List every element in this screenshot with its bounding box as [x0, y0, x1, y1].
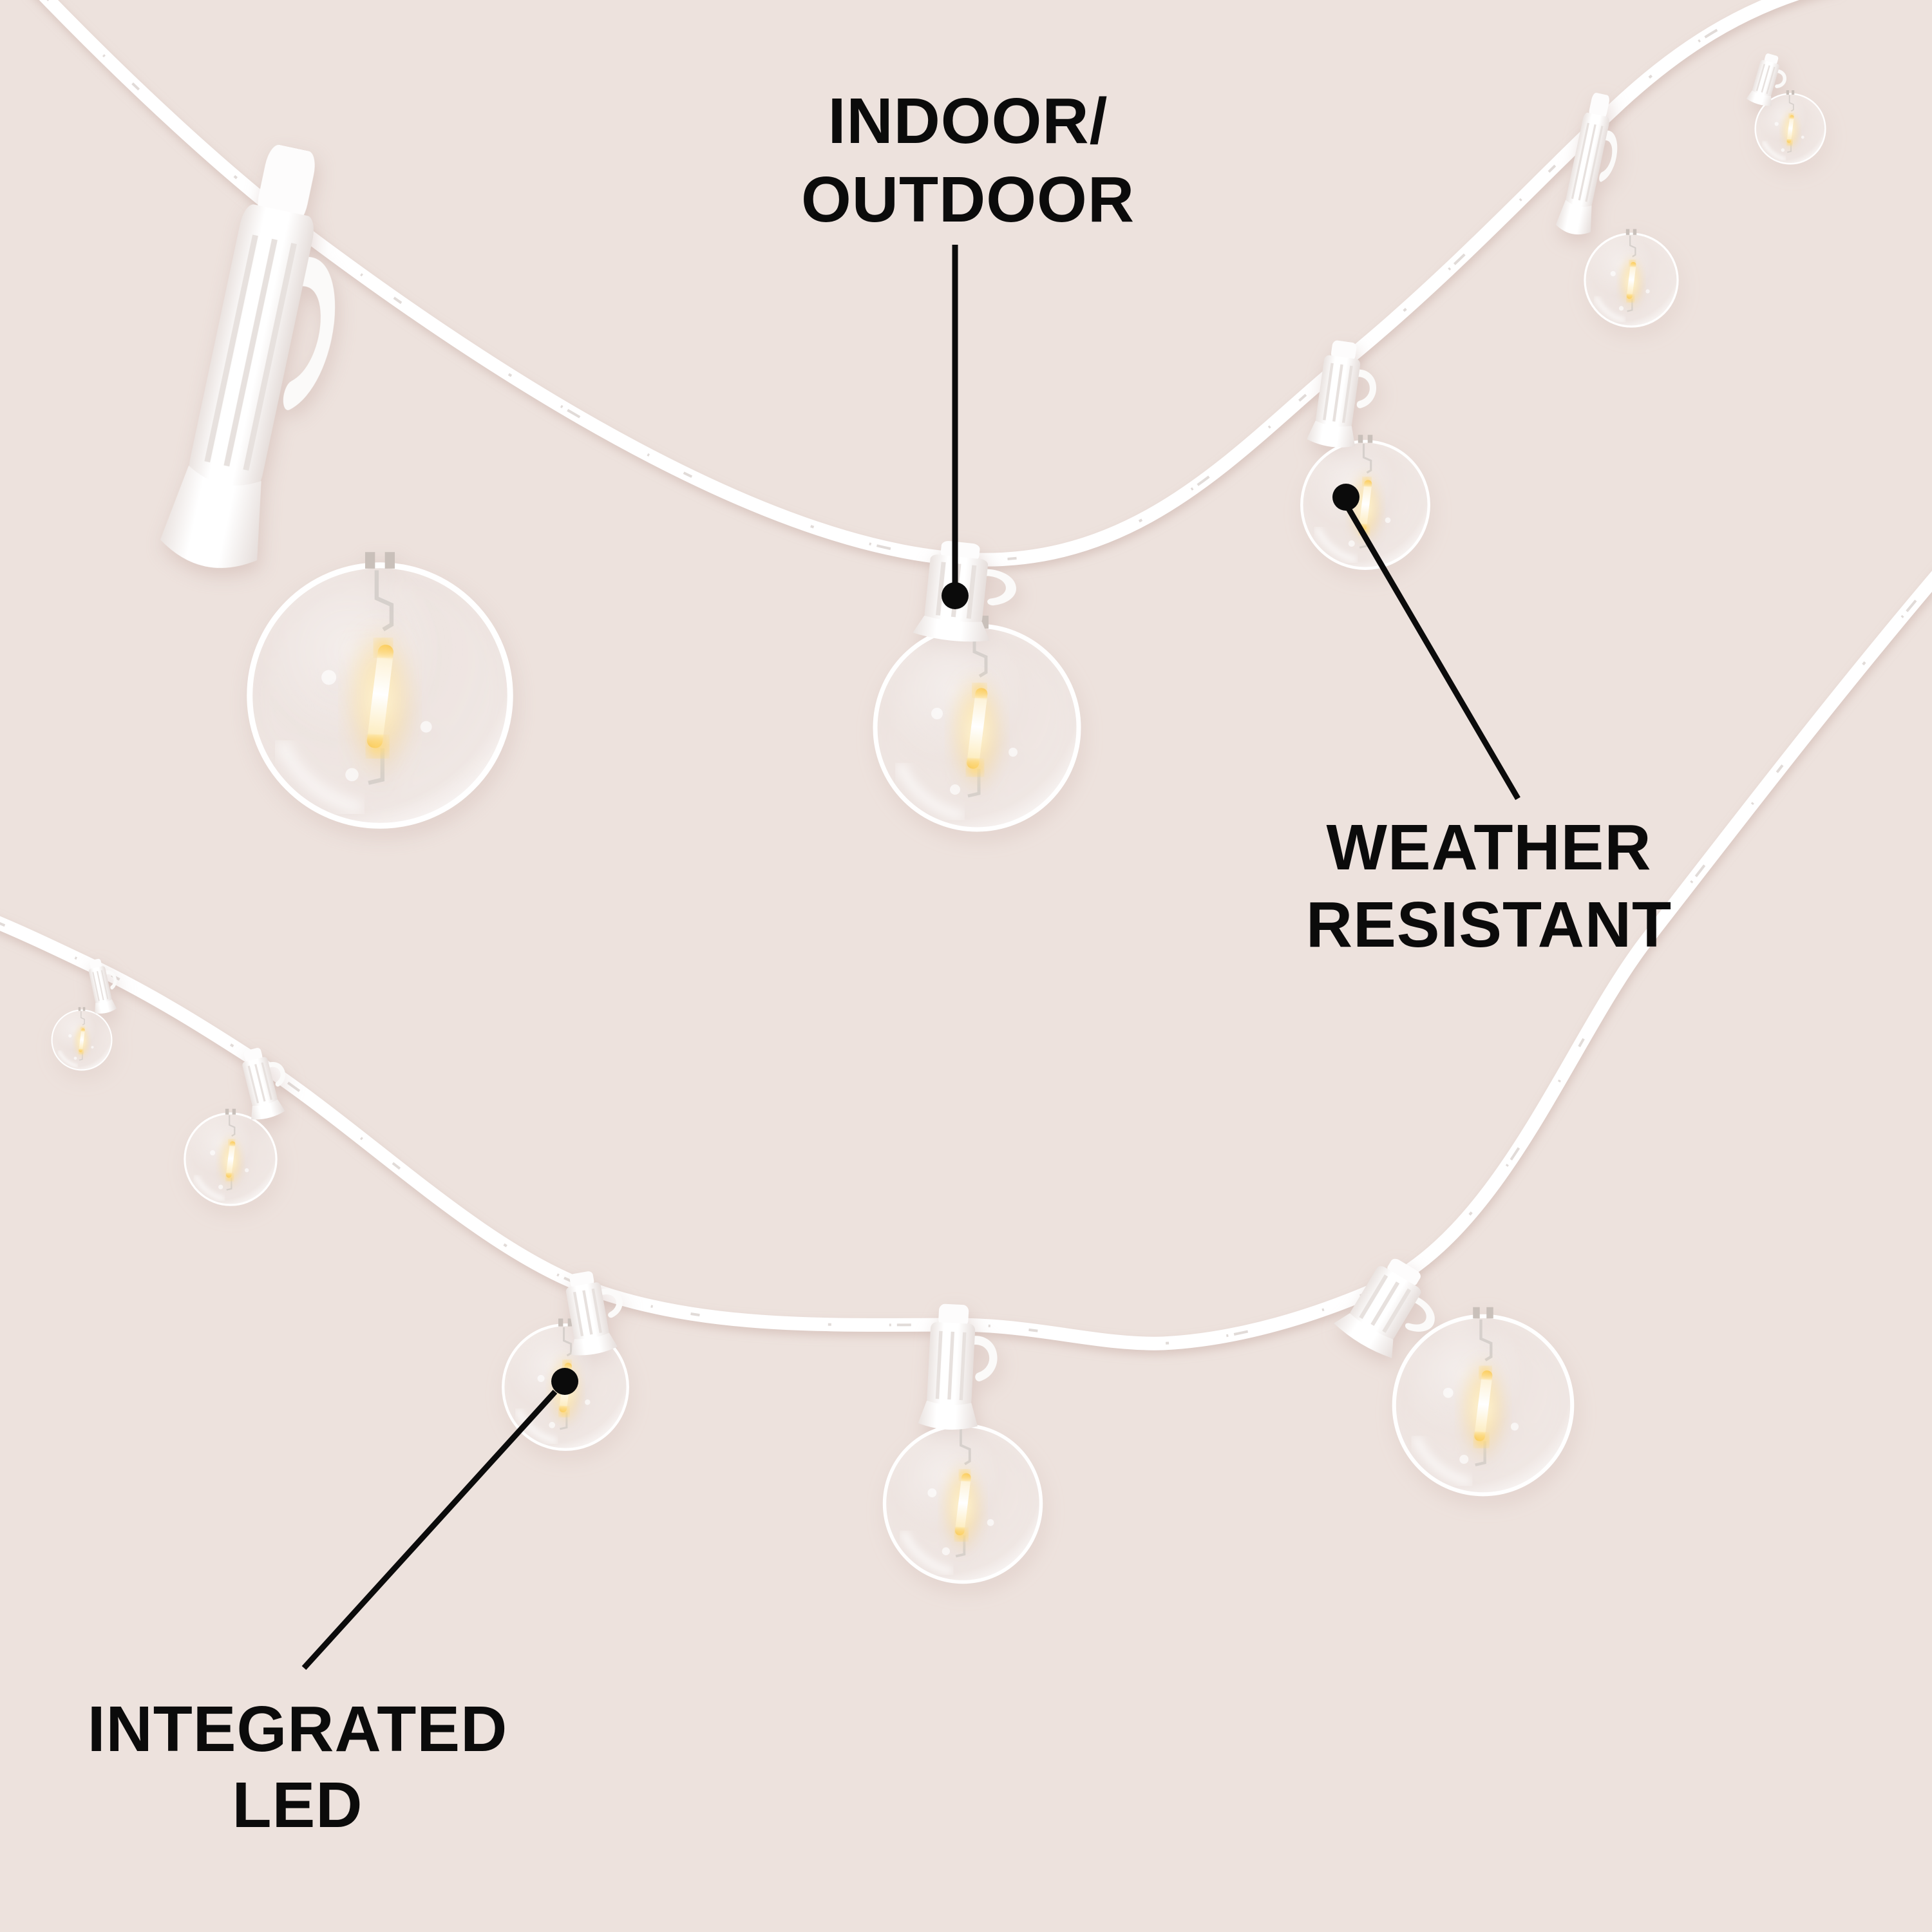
globe-bulb-icon [1585, 229, 1678, 327]
callout-pointer-dot [1332, 484, 1359, 511]
string-light [1555, 90, 1678, 327]
callout-indoor-outdoor: INDOOR/ OUTDOOR [801, 85, 1135, 609]
string-light [503, 1267, 628, 1450]
callout-label-line1: INTEGRATED [88, 1693, 508, 1765]
string-light [185, 1043, 292, 1205]
bulb-socket-icon [1306, 338, 1379, 451]
callout-pointer-dot [551, 1368, 578, 1395]
callout-pointer-line [1345, 506, 1520, 800]
string-light [157, 138, 511, 826]
globe-bulb-icon [1394, 1307, 1573, 1495]
callout-integrated-led: INTEGRATED LED [88, 1368, 578, 1841]
string-light [1746, 51, 1826, 164]
globe-bulb-icon [1302, 435, 1429, 569]
string-light [884, 1303, 1041, 1582]
callout-label-line2: LED [232, 1769, 363, 1841]
globe-bulb-icon [52, 1007, 112, 1070]
callout-pointer-dot [942, 582, 969, 609]
callout-label-line2: OUTDOOR [801, 164, 1135, 236]
callout-label-line1: INDOOR/ [828, 85, 1108, 157]
bulb-socket-icon [157, 138, 363, 581]
callout-label-line1: WEATHER [1326, 811, 1651, 884]
string-light [875, 538, 1079, 829]
callout-label-line2: RESISTANT [1306, 889, 1672, 961]
globe-bulb-icon [250, 552, 510, 826]
callout-weather-resistant: WEATHER RESISTANT [1306, 484, 1672, 961]
string-light [1332, 1248, 1572, 1494]
bottom-string-wire [0, 571, 1932, 1350]
globe-bulb-icon [875, 616, 1079, 829]
globe-bulb-icon [884, 1417, 1041, 1582]
globe-bulb-icon [185, 1109, 276, 1205]
callout-pointer-line [301, 1389, 558, 1671]
string-light [52, 956, 122, 1070]
